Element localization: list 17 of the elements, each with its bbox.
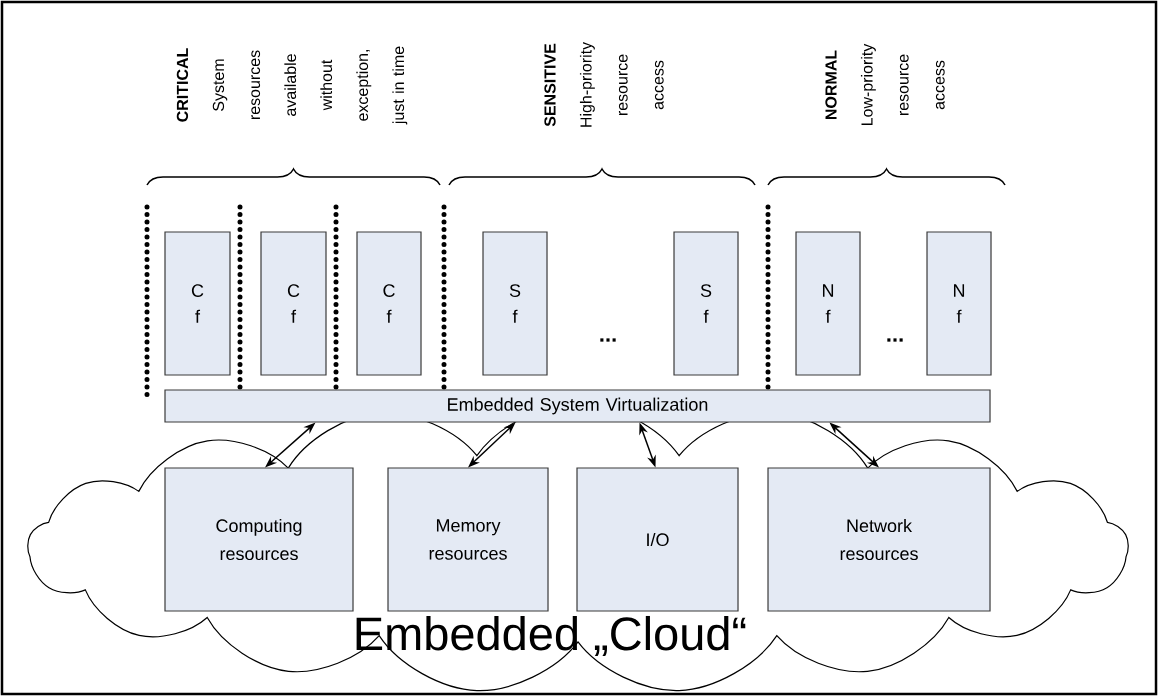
group-heading: SENSITIVE High-priority resource access	[544, 41, 664, 127]
resource-box: Network resources	[767, 467, 991, 612]
ellipsis: ...	[600, 338, 616, 342]
resource-box: I/O	[576, 467, 739, 612]
ellipsis: ...	[887, 338, 903, 342]
group-heading: NORMAL Low-priority resource access	[825, 43, 945, 126]
resource-box: Memory resources	[387, 467, 549, 612]
function-box: N f	[795, 231, 861, 376]
function-box: C f	[164, 231, 231, 376]
group-heading: CRITICAL System resources available without exception, just in time	[176, 46, 408, 125]
function-box: S f	[673, 231, 739, 376]
function-box: N f	[926, 231, 992, 376]
function-box: C f	[356, 231, 422, 376]
virtualization-bar: Embedded System Virtualization	[164, 389, 991, 423]
function-box: C f	[260, 231, 327, 376]
function-box: S f	[482, 231, 548, 376]
resource-box: Computing resources	[164, 467, 354, 612]
